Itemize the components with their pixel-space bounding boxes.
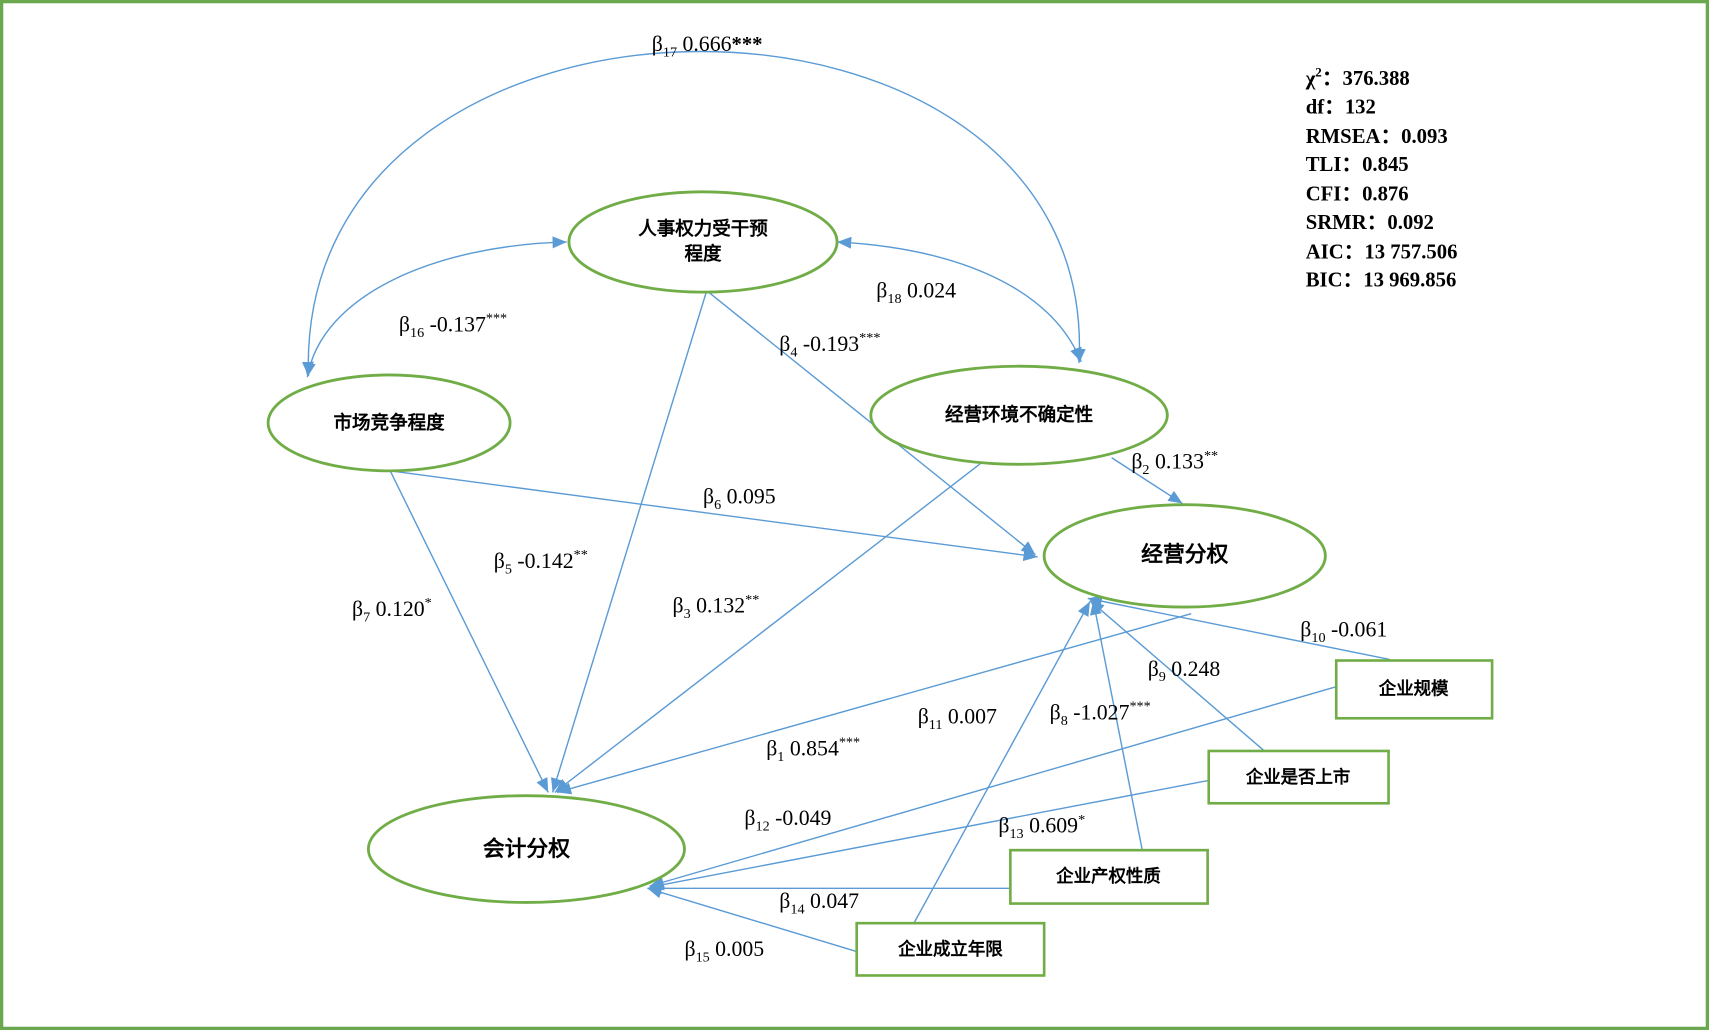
node-market-competition-label: 市场竞争程度 xyxy=(334,412,446,433)
fit-srmr: SRMR：0.092 xyxy=(1306,212,1434,234)
edge-b10 xyxy=(1087,595,1390,661)
edge-b7 xyxy=(389,470,549,793)
edge-b12 xyxy=(649,685,1337,888)
fit-cfi: CFI：0.876 xyxy=(1306,184,1409,206)
fit-aic: AIC：13 757.506 xyxy=(1306,241,1458,263)
fit-df: df：132 xyxy=(1306,96,1376,118)
edge-b18-covariance xyxy=(837,236,1082,363)
fit-chi-square: χ2：376.388 xyxy=(1305,64,1410,90)
control-firm-size-box xyxy=(1334,659,1494,720)
fit-statistics: χ2：376.388 df：132 RMSEA：0.093 TLI：0.845 … xyxy=(1305,64,1458,291)
control-firm-age-label: 企业成立年限 xyxy=(897,939,1003,959)
node-operating-decentralization: 经营分权 xyxy=(1042,503,1327,609)
node-environment-uncertainty-label: 经营环境不确定性 xyxy=(945,404,1093,425)
edge-b1 xyxy=(556,612,1192,795)
control-firm-age-box xyxy=(855,921,1046,977)
node-market-competition-ellipse xyxy=(266,373,512,473)
control-listed: 企业是否上市 xyxy=(1207,749,1390,805)
node-accounting-decentralization-label: 会计分权 xyxy=(483,836,570,861)
edges xyxy=(302,50,1390,953)
edge-b6 xyxy=(390,470,1038,562)
control-ownership-box xyxy=(1009,848,1209,905)
control-ownership: 企业产权性质 xyxy=(1009,848,1209,905)
edge-b9 xyxy=(1089,600,1265,752)
control-ownership-label: 企业产权性质 xyxy=(1055,866,1161,886)
edge-b5 xyxy=(551,291,707,793)
node-accounting-decentralization: 会计分权 xyxy=(366,794,686,904)
control-firm-size-label: 企业规模 xyxy=(1378,679,1449,699)
edge-b13 xyxy=(649,779,1209,891)
edge-b17-covariance xyxy=(302,50,1086,377)
node-environment-uncertainty-ellipse xyxy=(869,364,1169,466)
edge-b8 xyxy=(1090,600,1143,851)
edge-b15 xyxy=(647,886,857,953)
coefficient-label-b12: β12-0.049 xyxy=(744,806,831,834)
edge-b11 xyxy=(912,601,1091,925)
node-operating-decentralization-label: 经营分权 xyxy=(1141,542,1228,567)
fit-tli: TLI：0.845 xyxy=(1306,154,1409,176)
node-operating-decentralization-ellipse xyxy=(1042,503,1327,609)
fit-bic: BIC：13 969.856 xyxy=(1306,270,1457,292)
node-personnel-intervention-ellipse xyxy=(567,190,839,294)
coefficient-label-b16: β16-0.137*** xyxy=(399,311,507,341)
coefficient-label-b10: β10-0.061 xyxy=(1300,618,1387,646)
edge-b2 xyxy=(1111,457,1183,505)
control-firm-age: 企业成立年限 xyxy=(855,921,1046,977)
control-listed-label: 企业是否上市 xyxy=(1245,767,1351,787)
control-listed-box xyxy=(1207,749,1390,805)
node-accounting-decentralization-ellipse xyxy=(366,794,686,904)
coefficient-label-b5: β5-0.142** xyxy=(494,547,588,577)
edge-b16-covariance xyxy=(303,236,567,378)
control-firm-size: 企业规模 xyxy=(1334,659,1494,720)
node-personnel-intervention: 人事权力受干预 程度 xyxy=(567,190,839,294)
edge-b3 xyxy=(554,462,982,793)
node-personnel-intervention-label-line1: 人事权力受干预 xyxy=(638,218,768,239)
coefficient-label-b8: β8-1.027*** xyxy=(1050,699,1151,729)
node-environment-uncertainty: 经营环境不确定性 xyxy=(869,364,1169,466)
fit-rmsea: RMSEA：0.093 xyxy=(1306,126,1448,148)
node-market-competition: 市场竞争程度 xyxy=(266,373,512,473)
coefficient-label-b4: β4-0.193*** xyxy=(779,330,880,360)
node-personnel-intervention-label-line2: 程度 xyxy=(684,243,722,264)
